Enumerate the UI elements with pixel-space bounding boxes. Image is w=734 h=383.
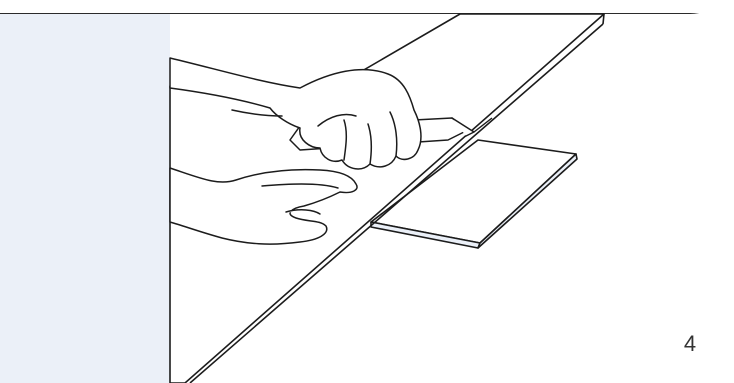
step-number-badge: 4 xyxy=(666,320,714,368)
step-number: 4 xyxy=(684,331,696,357)
